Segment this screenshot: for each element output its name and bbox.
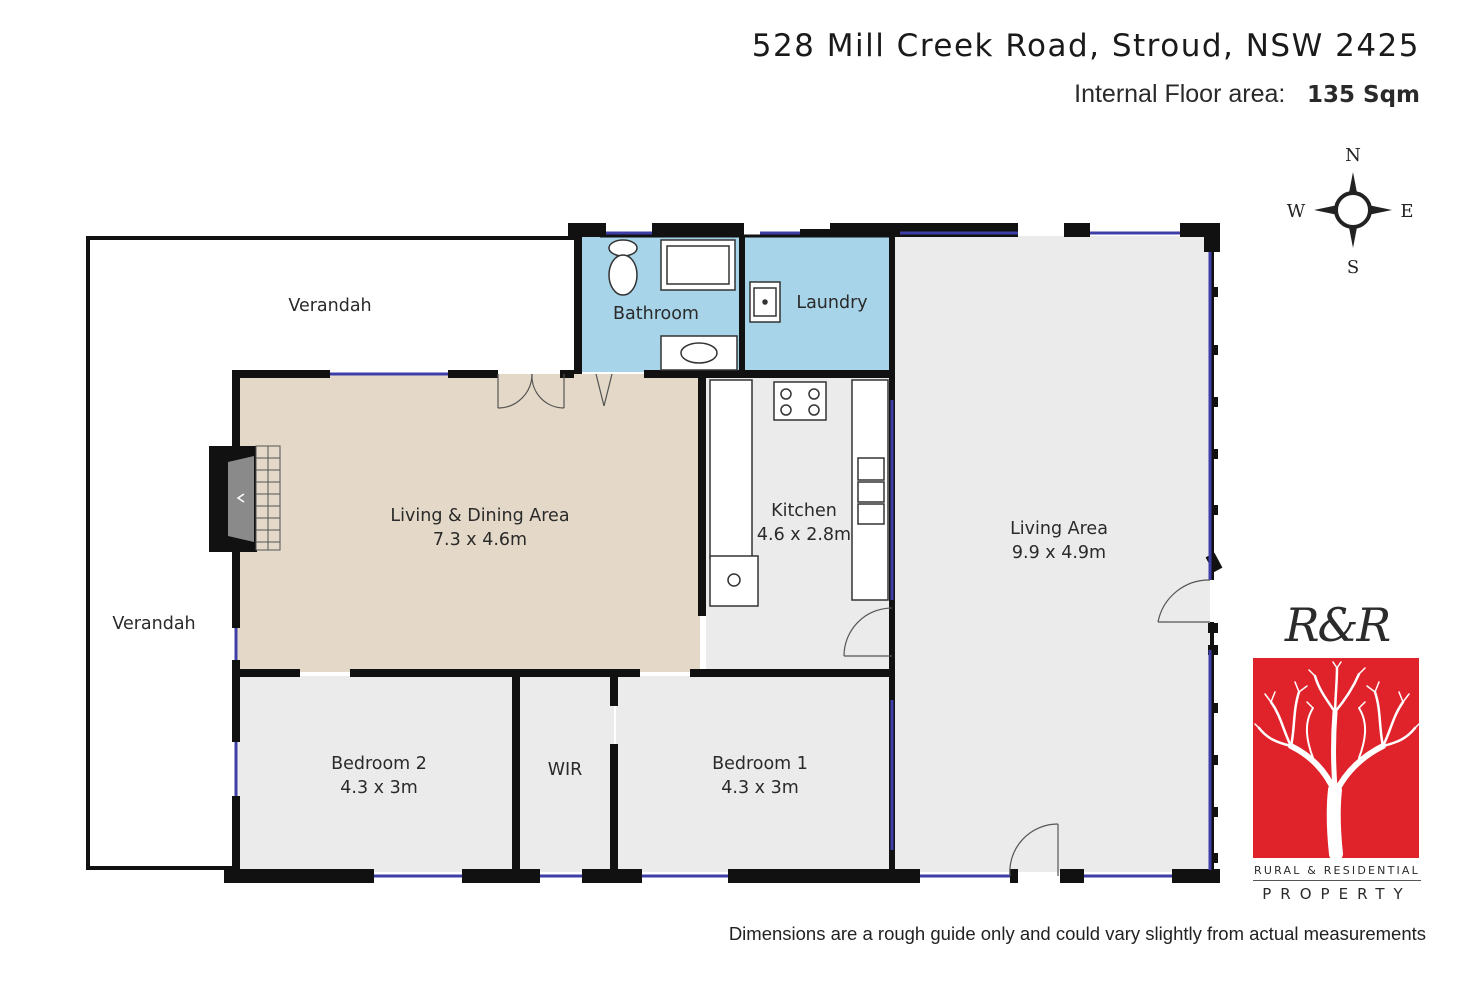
wir-label: WIR: [548, 760, 583, 780]
wir-floor: [518, 676, 614, 872]
kitchen-size: 4.6 x 2.8m: [757, 525, 851, 545]
logo-tree-emblem: [1253, 658, 1420, 861]
compass-north: N: [1345, 145, 1361, 166]
living-area-label: Living Area: [1010, 519, 1108, 539]
dimensions-disclaimer: Dimensions are a rough guide only and co…: [728, 923, 1426, 944]
doors: [497, 373, 1211, 877]
verandah-top-label: Verandah: [288, 296, 371, 316]
walls: [224, 223, 1223, 883]
bedroom2-label: Bedroom 2: [331, 754, 427, 774]
bedroom1-size: 4.3 x 3m: [721, 778, 799, 798]
logo-wordmark: PROPERTY: [1262, 885, 1412, 903]
kitchen-fixtures: [709, 379, 889, 607]
living-dining-label: Living & Dining Area: [390, 506, 569, 526]
bedroom1-label: Bedroom 1: [712, 754, 808, 774]
compass-east: E: [1400, 201, 1413, 222]
compass-west: W: [1287, 201, 1306, 222]
kitchen-label: Kitchen: [771, 501, 837, 521]
living-dining-floor: [236, 374, 700, 672]
floor-area-value: 135 Sqm: [1306, 82, 1420, 108]
bathroom-fixtures: [608, 239, 738, 371]
bathroom-label: Bathroom: [613, 304, 699, 324]
living-area-size: 9.9 x 4.9m: [1012, 543, 1106, 563]
property-address: 528 Mill Creek Road, Stroud, NSW 2425: [751, 28, 1420, 64]
agency-logo: R&R RURAL & RESIDENTIAL PROPERTY: [1253, 596, 1421, 903]
floor-area-label: Internal Floor area:: [1074, 80, 1286, 108]
living-area-floor: [894, 236, 1210, 872]
living-dining-size: 7.3 x 4.6m: [433, 530, 527, 550]
verandah-outline: [86, 236, 578, 870]
compass-south: S: [1347, 257, 1359, 278]
laundry-tub: [749, 281, 781, 323]
windows: [234, 231, 1212, 878]
logo-monogram: R&R: [1284, 598, 1391, 652]
verandah-left-label: Verandah: [112, 614, 195, 634]
tree-icon: [1254, 661, 1420, 861]
laundry-label: Laundry: [796, 293, 867, 313]
internal-floor-area: Internal Floor area: 135 Sqm: [1074, 80, 1420, 109]
logo-tagline: RURAL & RESIDENTIAL: [1253, 864, 1421, 881]
bedroom2-floor: [236, 676, 516, 872]
fireplace: [209, 445, 281, 552]
compass-rose: N S W E: [1287, 145, 1414, 278]
bedroom1-floor: [616, 676, 892, 872]
compass-star-icon: [1314, 172, 1392, 248]
bedroom2-size: 4.3 x 3m: [340, 778, 418, 798]
